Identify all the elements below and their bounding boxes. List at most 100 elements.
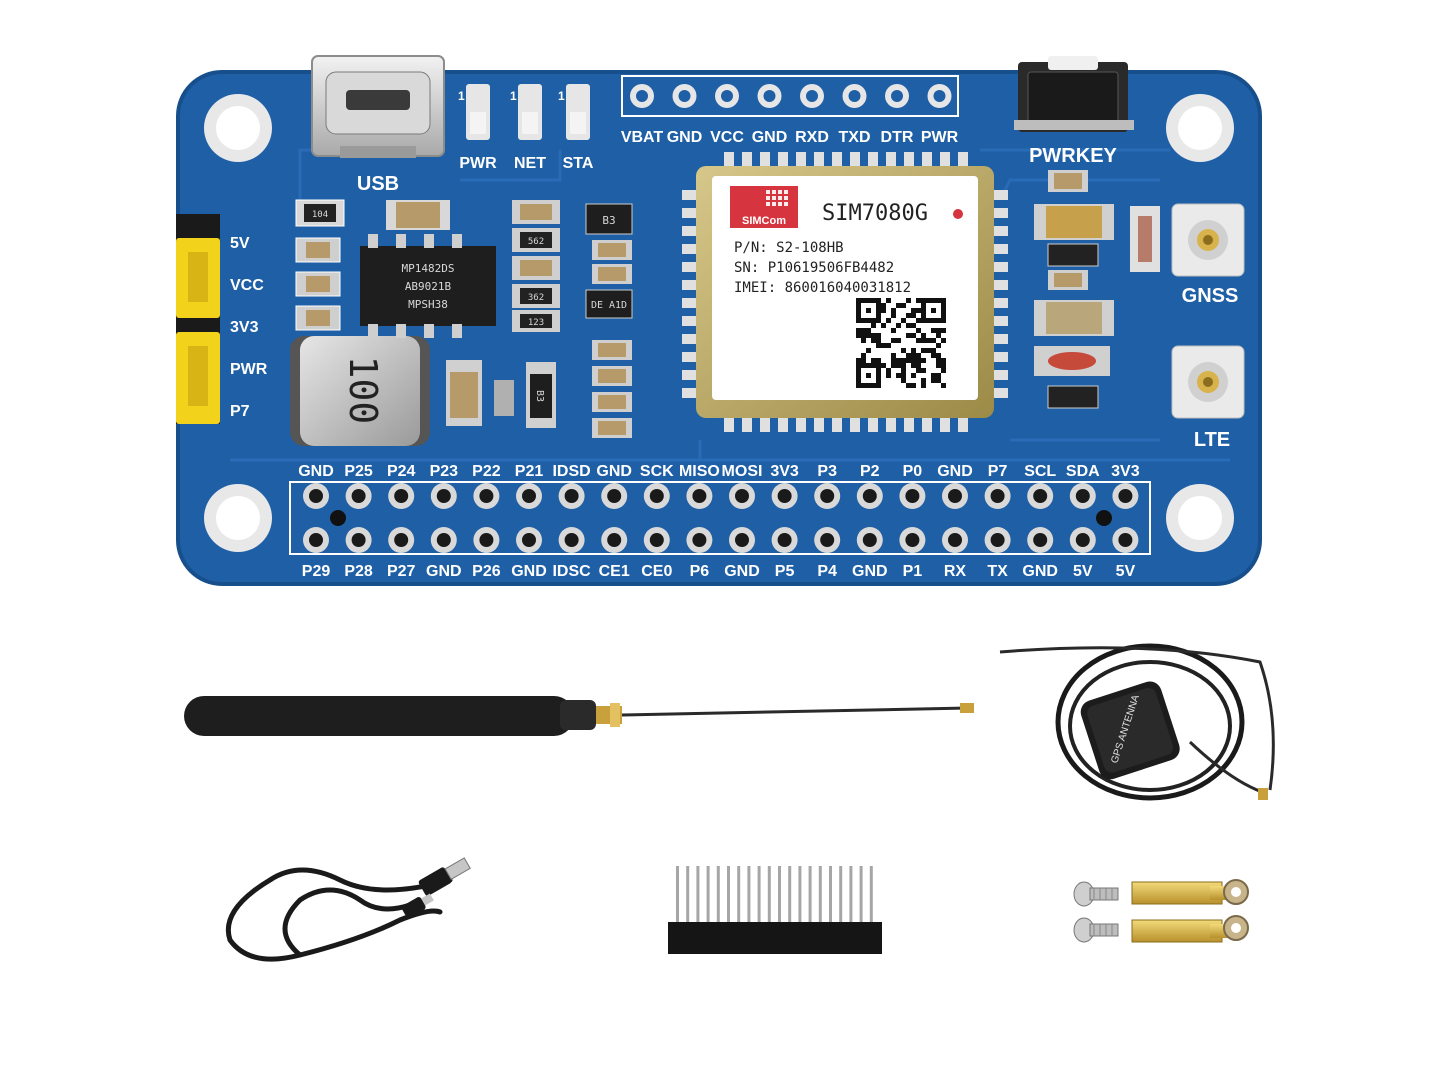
qr-cell [866,348,871,353]
qr-cell [891,363,896,368]
top-header-label: VBAT [621,129,664,146]
gpio-bottom-label: 5V [1073,563,1093,580]
module-pad [990,208,1008,218]
qr-cell [916,358,921,363]
qr-cell [891,338,896,343]
qr-cell [941,358,946,363]
qr-cell [901,358,906,363]
gpio-hole [394,489,409,503]
module-pad [796,152,806,170]
gpio-hole [479,489,494,503]
gnss-label: GNSS [1182,285,1239,307]
qr-cell [906,358,911,363]
qr-cell [941,363,946,368]
top-header-pin-hole [891,90,903,102]
qr-cell [916,298,921,303]
qr-cell [871,323,876,328]
module-pad [682,370,700,380]
led-mark: 1 [458,89,465,103]
header-pin [716,866,720,924]
module-pad [990,190,1008,200]
qr-cell [901,318,906,323]
qr-cell [911,358,916,363]
top-header-pins [630,84,952,108]
module-pad [958,414,968,432]
regulator-marks: MP1482DS AB9021B MPSH38 [402,262,455,311]
module-pad [990,262,1008,272]
led-mark: 1 [510,89,517,103]
gpio-hole [607,533,622,547]
standoff [1131,881,1230,905]
gpio-top-label: MISO [679,463,720,480]
qr-cell [876,343,881,348]
qr-cell [901,363,906,368]
qr-cell [906,298,911,303]
qr-cell [881,343,886,348]
jumper-label: 5V [230,235,250,252]
gpio-top-label: 3V3 [1111,463,1140,480]
module-pad [814,414,824,432]
qr-cell [916,353,921,358]
module-sn: SN: P10619506FB4482 [734,260,894,276]
qr-cell [921,358,926,363]
gpio-hole [990,489,1005,503]
qr-cell [911,363,916,368]
module-pad [682,298,700,308]
jumper-label: PWR [230,361,268,378]
module-pad [990,334,1008,344]
status-leds [466,84,590,140]
qr-cell [916,338,921,343]
gpio-bottom-label: P5 [775,563,795,580]
module-pad [990,370,1008,380]
gpio-hole [1033,533,1048,547]
gpio-bottom-label: RX [944,563,967,580]
lte-antenna [184,696,974,736]
jumper-yellow-bottom [176,332,220,424]
qr-cell [901,373,906,378]
qr-cell [866,328,871,333]
qr-cell [901,378,906,383]
qr-cell [901,348,906,353]
jumper-yellow-top [176,238,220,318]
gpio-hole [1118,489,1133,503]
gpio-hole [351,489,366,503]
qr-cell [921,368,926,373]
module-pn: P/N: S2-108HB [734,240,844,256]
qr-finder-core [866,373,871,378]
gpio-hole [820,533,835,547]
gpio-bottom-label: TX [987,563,1008,580]
header-pin [747,866,751,924]
pwrkey-label: PWRKEY [1029,145,1117,167]
module-pad [850,414,860,432]
resistor-mark: 104 [312,210,328,220]
qr-cell [886,318,891,323]
header-pin [727,866,730,924]
header-pin [818,866,822,924]
qr-cell [906,383,911,388]
qr-cell [871,338,876,343]
module-pad [682,262,700,272]
qr-cell [856,358,861,363]
module-pad [922,152,932,170]
qr-cell [906,323,911,328]
gpio-hole [1118,533,1133,547]
gpio-top-label: GND [596,463,632,480]
qr-cell [896,358,901,363]
qr-cell [921,338,926,343]
qr-cell [896,338,901,343]
qr-cell [881,363,886,368]
gpio-top-label: SCK [640,463,674,480]
gpio-bottom-label: CE0 [641,563,672,580]
module-pad [868,152,878,170]
gpio-hole [862,489,877,503]
gpio-hole [649,489,664,503]
gpio-hole [309,489,323,503]
fiducial [330,510,346,526]
top-header-label: DTR [881,129,914,146]
qr-cell [861,338,866,343]
led-pwr [466,84,490,140]
lte-connector [1171,345,1245,419]
gpio-hole [436,489,451,503]
header-pin [839,866,843,924]
